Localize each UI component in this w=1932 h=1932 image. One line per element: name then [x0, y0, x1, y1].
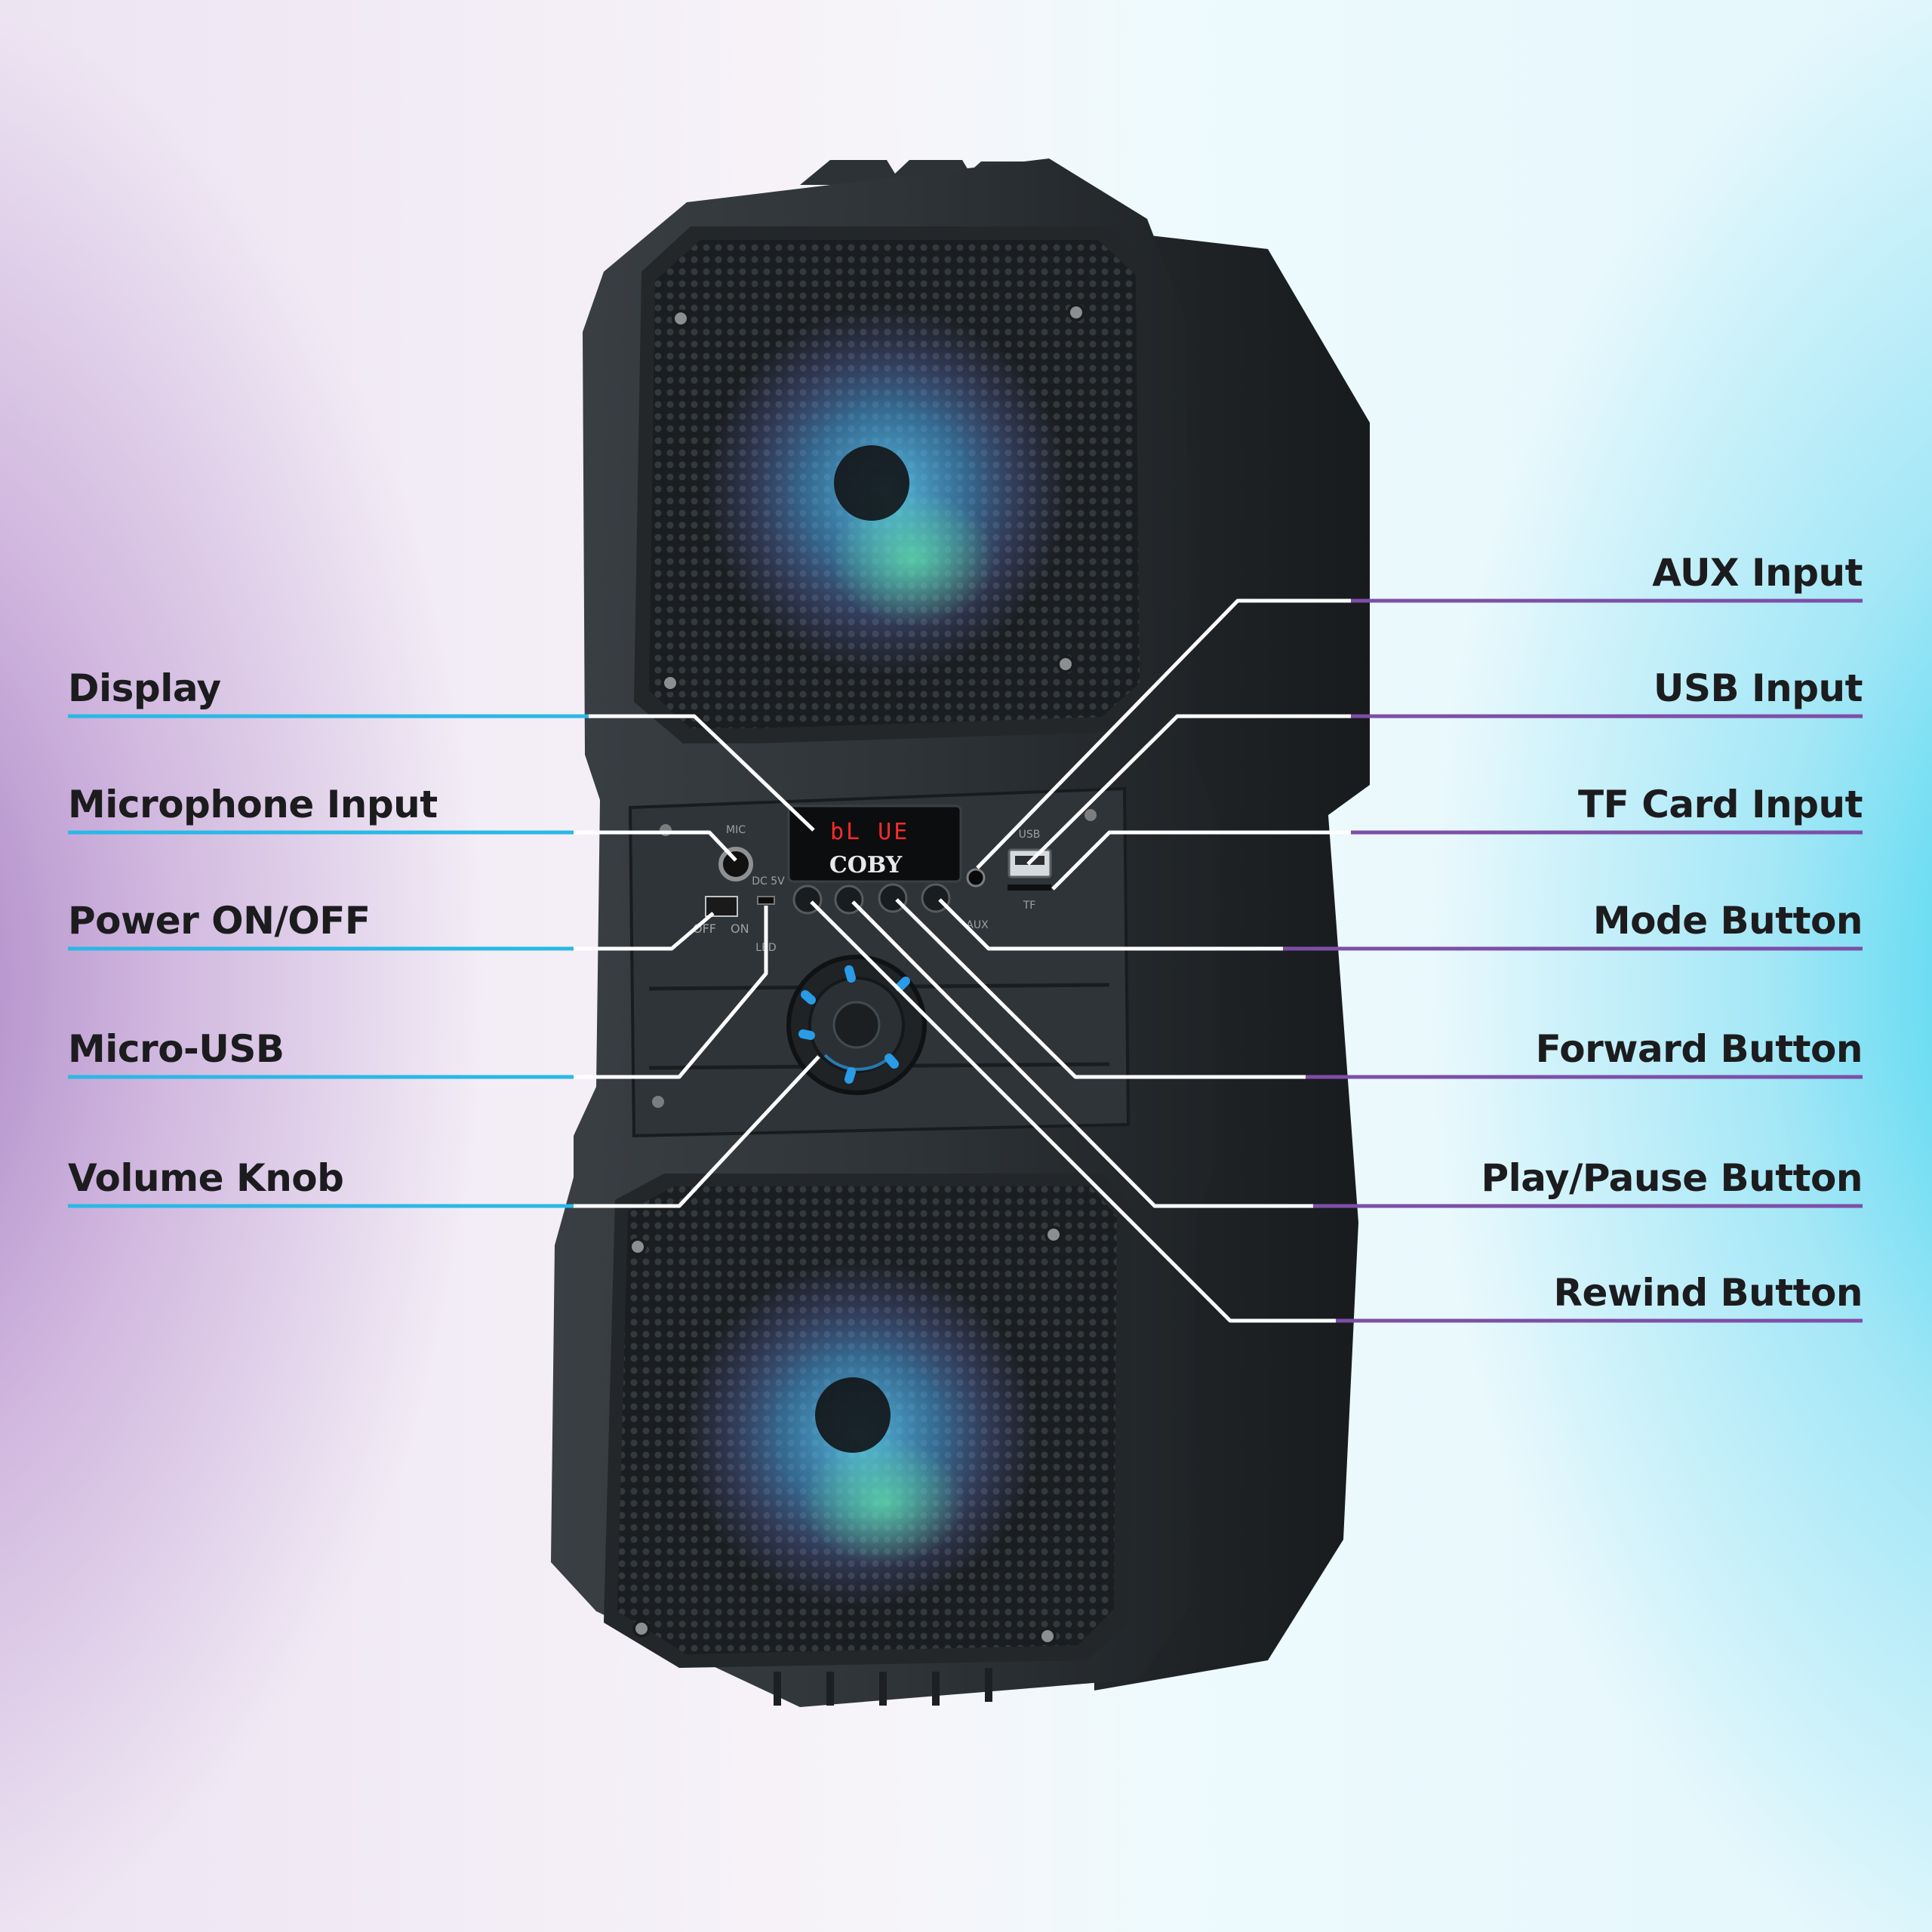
play-pause-leader [851, 900, 1313, 1208]
panel-label-mic: MIC [726, 824, 746, 836]
brand-logo: COBY [829, 852, 903, 878]
top-ridge [800, 160, 902, 185]
upper-woofer-green [830, 491, 996, 626]
micro-usb-leader [574, 906, 768, 1079]
rewind-leader [810, 900, 1336, 1323]
leader-lines [574, 598, 1351, 1323]
label-power-on-off: Power ON/OFF [68, 899, 371, 943]
label-mode-button: Mode Button [1592, 899, 1863, 943]
power-leader [574, 912, 715, 951]
forward-leader [895, 898, 1306, 1079]
aux-leader [976, 598, 1351, 869]
panel-label-dc: DC 5V [752, 875, 785, 888]
lower-woofer-dustcap [815, 1377, 891, 1453]
panel-label-usb: USB [1019, 829, 1041, 841]
display-readout: bL UE [830, 819, 909, 845]
panel-screw [660, 824, 672, 836]
label-forward-button: Forward Button [1535, 1027, 1863, 1071]
label-usb-input: USB Input [1653, 666, 1863, 710]
label-microphone-input: Microphone Input [68, 783, 438, 826]
label-tf-card-input: TF Card Input [1578, 783, 1863, 826]
aux-jack [966, 868, 986, 888]
tf-slot [1008, 884, 1051, 891]
label-play-pause-button: Play/Pause Button [1481, 1156, 1863, 1200]
label-volume-knob: Volume Knob [68, 1156, 344, 1200]
tf-leader [1051, 830, 1351, 891]
mic-jack [718, 847, 753, 881]
mode-leader [938, 898, 1283, 951]
display-window [787, 804, 962, 883]
panel-label-aux: AUX [966, 919, 989, 931]
usb-leader [1026, 714, 1351, 866]
volume-knob-shape [786, 955, 927, 1095]
panel-label-on: ON [731, 921, 749, 936]
right-callout-rules [1283, 598, 1863, 1323]
panel-screw [652, 1096, 664, 1108]
bottom-ridges [774, 1668, 992, 1706]
screws [629, 303, 1085, 1645]
lower-woofer-green [800, 1438, 966, 1566]
label-rewind-button: Rewind Button [1553, 1271, 1863, 1315]
upper-woofer-dustcap [834, 445, 909, 521]
label-micro-usb: Micro-USB [68, 1027, 285, 1071]
volume-leader [574, 1055, 820, 1208]
panel-label-tf: TF [1023, 900, 1036, 912]
microphone-leader [574, 830, 737, 862]
display-leader [589, 714, 815, 832]
left-callout-rules [68, 714, 589, 1208]
label-aux-input: AUX Input [1652, 551, 1863, 595]
label-display: Display [68, 666, 221, 710]
panel-screw [1084, 809, 1097, 821]
micro-usb-port [757, 896, 775, 905]
